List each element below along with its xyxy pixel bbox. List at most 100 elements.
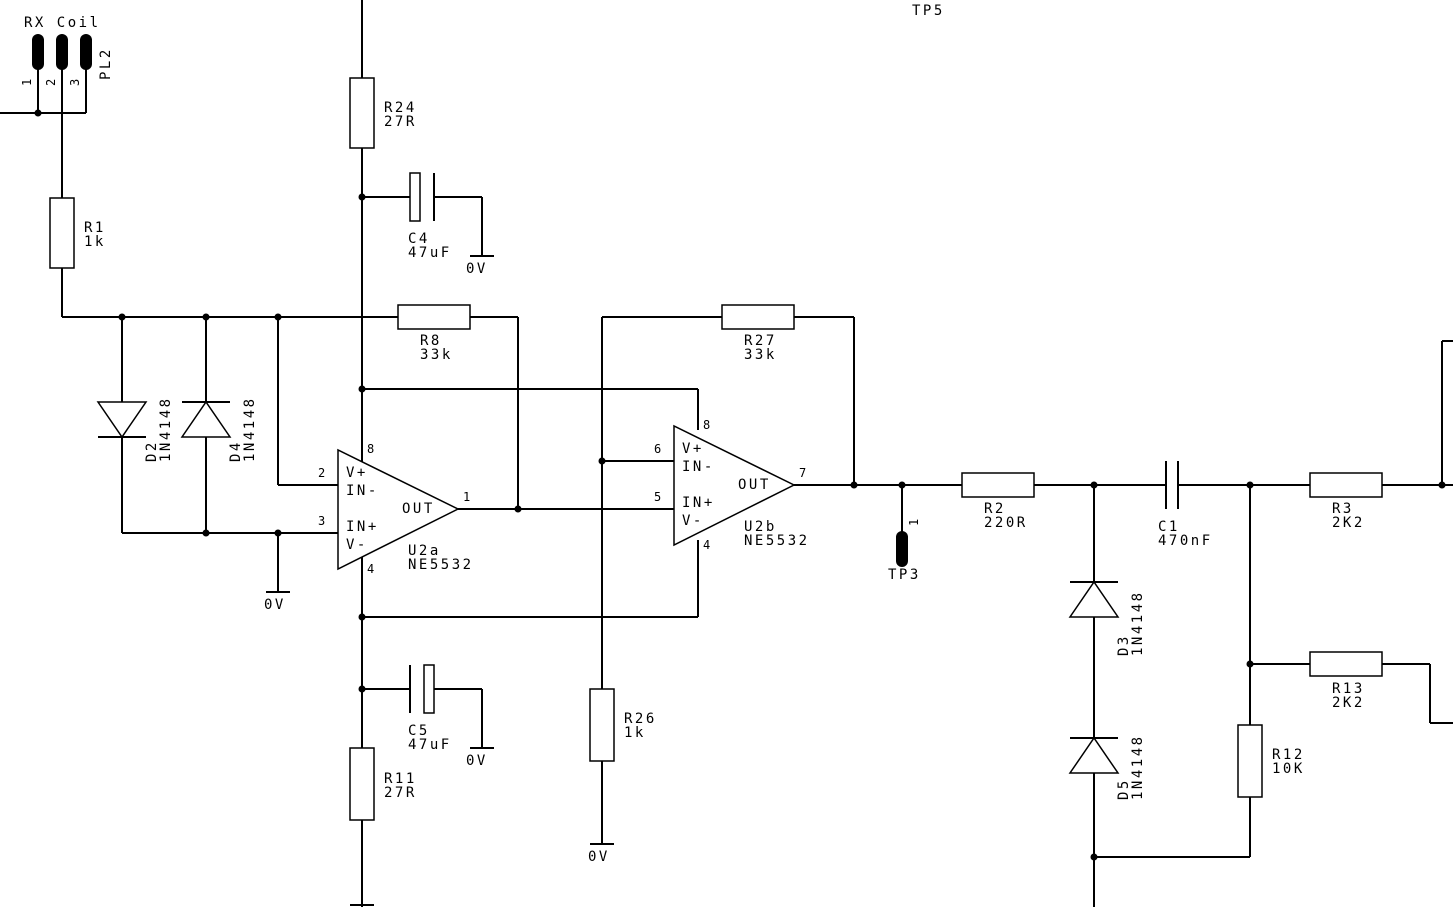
opamp-pin-number: 8 — [703, 418, 711, 432]
resistor-r8: R8 33k — [397, 304, 471, 363]
resistor-r11: R11 27R — [349, 747, 417, 821]
ground-label: 0V — [588, 849, 610, 865]
pl2-pin-2 — [56, 34, 68, 70]
diode-value: 1N4148 — [1130, 590, 1146, 656]
ground-label: 0V — [466, 261, 488, 277]
junction-dot — [358, 193, 366, 201]
capacitor-value: 47uF — [408, 737, 452, 753]
testpoint-ref: TP3 — [888, 567, 921, 583]
testpoint-pin-number: 1 — [907, 518, 921, 526]
junction-dot — [1246, 481, 1254, 489]
capacitor-c1: C1 470nF — [1158, 461, 1210, 549]
junction-dot — [202, 529, 210, 537]
resistor-body — [961, 472, 1035, 498]
testpoint-pin — [896, 531, 908, 567]
opamp-pin-number: 7 — [799, 466, 807, 480]
resistor-r12: R12 10K — [1237, 724, 1305, 798]
ground-symbol-r26: 0V — [588, 843, 614, 865]
resistor-body — [721, 304, 795, 330]
junction-dot — [202, 313, 210, 321]
capacitor-plate — [423, 664, 435, 714]
capacitor-ref: C4 — [408, 231, 430, 247]
resistor-ref: R1 — [84, 220, 106, 236]
junction-dot — [1090, 481, 1098, 489]
opamp-ref: U2b — [744, 519, 777, 535]
resistor-value: 2K2 — [1332, 515, 1365, 531]
capacitor-c4: C4 47uF — [408, 172, 452, 261]
opamp-ref: U2a — [408, 543, 441, 559]
resistor-body — [349, 77, 375, 149]
resistor-body — [349, 747, 375, 821]
opamp-u2b: V+ IN- IN+ V- OUT 8 6 5 4 7 U2b NE5532 — [654, 418, 810, 552]
resistor-ref: R13 — [1332, 681, 1365, 697]
opamp-pin-name: V+ — [682, 441, 704, 457]
testpoint-ref: TP5 — [912, 3, 945, 19]
junction-dot — [274, 313, 282, 321]
opamp-value: NE5532 — [744, 533, 810, 549]
pl2-title: RX Coil — [24, 15, 101, 31]
diode-d3: D3 1N4148 — [1068, 580, 1146, 656]
resistor-ref: R8 — [420, 333, 442, 349]
resistor-r24: R24 27R — [349, 77, 417, 149]
resistor-r3: R3 2K2 — [1309, 472, 1383, 531]
resistor-body — [1309, 472, 1383, 498]
diode-value: 1N4148 — [158, 396, 174, 462]
resistor-value: 27R — [384, 114, 417, 130]
opamp-pin-name: IN+ — [682, 495, 715, 511]
pl2-pin-3-label: 3 — [68, 78, 82, 86]
junction-dot — [1438, 481, 1446, 489]
capacitor-value: 47uF — [408, 245, 452, 261]
junction-dot — [274, 529, 282, 537]
pl2-pin-1 — [32, 34, 44, 70]
diode-body — [96, 401, 148, 439]
opamp-pin-number: 5 — [654, 490, 662, 504]
ground-symbol-c5: 0V — [466, 747, 494, 769]
pl2-connector: RX Coil 1 2 3 PL2 — [20, 15, 114, 86]
opamp-u2a: V+ IN- IN+ V- OUT 8 2 3 4 1 U2a NE5532 — [318, 442, 474, 576]
resistor-value: 1k — [84, 234, 106, 250]
resistor-ref: R12 — [1272, 747, 1305, 763]
opamp-pin-name: OUT — [738, 477, 771, 493]
junction-dot — [358, 385, 366, 393]
capacitor-ref: C5 — [408, 723, 430, 739]
opamp-pin-name: V+ — [346, 465, 368, 481]
resistor-r27: R27 33k — [721, 304, 795, 363]
opamp-pin-number: 4 — [703, 538, 711, 552]
resistor-value: 33k — [744, 347, 777, 363]
capacitor-plate — [409, 172, 421, 222]
opamp-value: NE5532 — [408, 557, 474, 573]
resistor-value: 220R — [984, 515, 1028, 531]
ground-label: 0V — [264, 597, 286, 613]
opamp-pin-name: IN- — [346, 483, 379, 499]
opamp-pin-name: OUT — [402, 501, 435, 517]
resistor-value: 10K — [1272, 761, 1305, 777]
diode-d4: D4 1N4148 — [180, 396, 258, 462]
diode-d2: D2 1N4148 — [96, 396, 174, 462]
resistor-ref: R27 — [744, 333, 777, 349]
resistor-ref: R11 — [384, 771, 417, 787]
junction-dot — [898, 481, 906, 489]
resistor-value: 27R — [384, 785, 417, 801]
resistor-body — [397, 304, 471, 330]
ground-label: 0V — [466, 753, 488, 769]
resistor-r26: R26 1k — [589, 688, 654, 762]
diode-d5: D5 1N4148 — [1068, 734, 1146, 800]
opamp-pin-name: V- — [682, 513, 704, 529]
junction-dot — [358, 613, 366, 621]
resistor-r2: R2 220R — [961, 472, 1035, 531]
junction-dot — [598, 457, 606, 465]
resistor-ref: R2 — [984, 501, 1006, 517]
diode-ref: D5 — [1116, 778, 1132, 800]
diode-ref: D2 — [144, 440, 160, 462]
resistor-r13: R13 2K2 — [1309, 651, 1383, 711]
opamp-pin-number: 1 — [463, 490, 471, 504]
ground-symbol-c4: 0V — [466, 255, 494, 277]
pl2-pin-3 — [80, 34, 92, 70]
ground-symbol-u2a: 0V — [264, 591, 290, 613]
diode-body — [1068, 736, 1120, 774]
diode-body — [1068, 580, 1120, 618]
pl2-pin-2-label: 2 — [44, 78, 58, 86]
pl2-ref: PL2 — [98, 47, 114, 80]
